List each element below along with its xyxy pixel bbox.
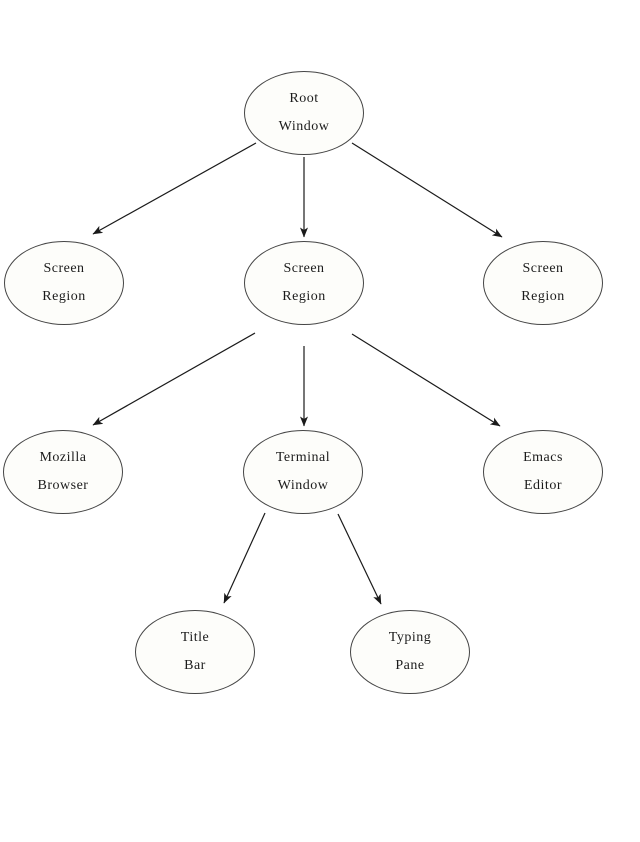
- edge-root-to-screen-right: [351, 142, 503, 238]
- node-screen-region-right: Screen Region: [483, 241, 603, 325]
- node-terminal-window: Terminal Window: [243, 430, 363, 514]
- node-mozilla-browser: Mozilla Browser: [3, 430, 123, 514]
- node-root-window: Root Window: [244, 71, 364, 155]
- node-screen-region-center: Screen Region: [244, 241, 364, 325]
- edge-root-to-screen-left: [92, 142, 257, 235]
- node-screen-region-right-label: Screen Region: [521, 261, 565, 304]
- node-screen-region-left-label: Screen Region: [42, 261, 86, 304]
- node-emacs-editor: Emacs Editor: [483, 430, 603, 514]
- node-root-window-label: Root Window: [278, 91, 330, 134]
- node-screen-region-center-label: Screen Region: [282, 261, 326, 304]
- node-mozilla-browser-label: Mozilla Browser: [37, 450, 89, 493]
- edge-terminal-to-title-bar: [223, 512, 266, 604]
- node-title-bar-label: Title Bar: [180, 630, 210, 673]
- node-title-bar: Title Bar: [135, 610, 255, 694]
- node-terminal-window-label: Terminal Window: [275, 450, 331, 493]
- node-emacs-editor-label: Emacs Editor: [523, 450, 563, 493]
- edge-screen-to-mozilla: [92, 332, 256, 426]
- edge-terminal-to-typing-pane: [337, 513, 382, 605]
- edge-screen-to-emacs: [351, 333, 501, 427]
- node-screen-region-left: Screen Region: [4, 241, 124, 325]
- node-typing-pane: Typing Pane: [350, 610, 470, 694]
- node-typing-pane-label: Typing Pane: [388, 630, 432, 673]
